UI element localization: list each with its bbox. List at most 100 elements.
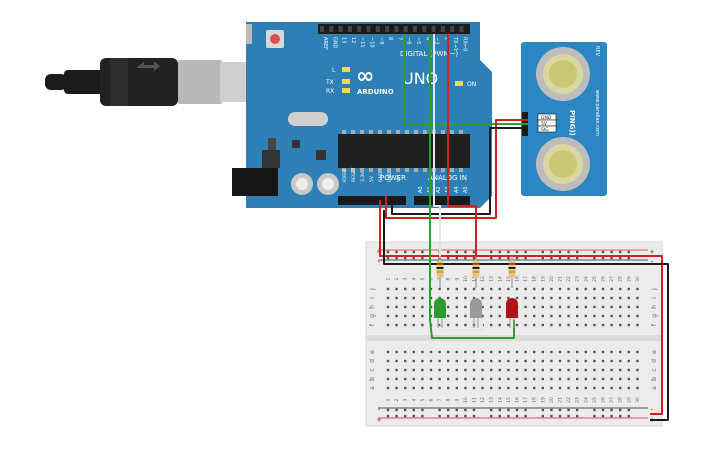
analog-pin-label: A2 (436, 186, 442, 193)
digital-pin-label: ~9 (378, 37, 384, 44)
digital-pin-label: TX→1 (452, 36, 458, 51)
led-on-label: ON (467, 81, 476, 88)
row-letter: d (651, 359, 658, 363)
column-number: 14 (497, 276, 503, 282)
led-l-label: L (332, 67, 336, 74)
column-number: 19 (540, 276, 546, 282)
column-number: 11 (472, 276, 478, 282)
wire-black-gnd-rail (383, 210, 669, 421)
column-number: 29 (626, 397, 632, 403)
column-number: 3 (403, 277, 409, 280)
column-number: 4 (411, 398, 417, 401)
column-number: 29 (626, 276, 632, 282)
digital-pin-label: 8 (387, 37, 393, 40)
column-number: 25 (592, 397, 598, 403)
digital-pin-label: 7 (396, 37, 402, 40)
column-number: 26 (601, 397, 607, 403)
wire-white-led-common (437, 317, 483, 331)
power-pin-label: Vin (396, 175, 402, 182)
column-number: 23 (575, 276, 581, 282)
digital-pin-label: 4 (424, 37, 430, 40)
row-letter: f (651, 323, 658, 326)
rail-plus-label: + (376, 416, 382, 424)
column-number: 19 (540, 397, 546, 403)
column-number: 22 (566, 397, 572, 403)
column-number: 25 (592, 276, 598, 282)
column-number: 9 (454, 398, 460, 401)
column-number: 4 (411, 277, 417, 280)
digital-pin-label: ~11 (359, 37, 365, 48)
resistor (508, 260, 516, 278)
resistor (472, 260, 480, 278)
analog-pin-header (414, 196, 470, 205)
digital-pin-label: AREF (322, 37, 328, 50)
column-number: 23 (575, 397, 581, 403)
power-pin-label: GND (387, 171, 393, 182)
sensor-name: PING)) (568, 110, 576, 136)
power-pin-label: RESET (351, 167, 357, 182)
digital-pin-label: 2 (443, 37, 449, 40)
column-number: 7 (437, 398, 443, 401)
rail-minus-label: - (378, 258, 381, 266)
row-letter: c (369, 368, 376, 371)
column-number: 15 (506, 276, 512, 282)
sensor-pin-label: 5V (541, 121, 548, 127)
column-number: 10 (463, 397, 469, 403)
led-rx-label: RX (326, 88, 334, 95)
wire-red-sensor-5v (385, 119, 528, 219)
power-header-label: POWER (380, 174, 406, 182)
wire-green-sensor-sig (403, 34, 528, 125)
column-number: 21 (558, 276, 564, 282)
column-number: 30 (635, 276, 641, 282)
digital-pin-header (318, 24, 470, 34)
column-number: 2 (394, 398, 400, 401)
row-letter: c (651, 368, 658, 371)
column-number: 28 (618, 276, 624, 282)
row-letter: a (651, 386, 658, 390)
digital-pin-label: 12 (350, 37, 356, 43)
column-number: 17 (523, 397, 529, 403)
column-number: 26 (601, 276, 607, 282)
column-number: 6 (429, 277, 435, 280)
row-letter: d (369, 359, 376, 363)
led-green (434, 298, 446, 318)
row-letter: g (369, 314, 376, 318)
column-number: 28 (618, 397, 624, 403)
column-number: 13 (489, 276, 495, 282)
wire-red-led3 (447, 34, 477, 258)
row-letter: b (369, 377, 376, 381)
usb-symbol-icon (136, 61, 160, 71)
wire-green-led1 (429, 34, 515, 339)
column-number: 30 (635, 397, 641, 403)
led-white (470, 298, 482, 318)
row-letter: a (369, 386, 376, 390)
column-number: 8 (446, 277, 452, 280)
column-number: 24 (583, 397, 589, 403)
row-letter: j (369, 288, 376, 291)
sensor-rev: REV (594, 46, 600, 57)
column-number: 16 (515, 397, 521, 403)
column-number: 27 (609, 397, 615, 403)
column-number: 3 (403, 398, 409, 401)
digital-pin-label: 13 (341, 37, 347, 43)
led-tx-label: TX (325, 79, 334, 86)
column-number: 21 (558, 397, 564, 403)
analog-pin-label: A5 (463, 186, 469, 193)
analog-pin-label: A4 (454, 186, 460, 193)
rail-plus-label: + (649, 248, 655, 256)
power-pin-label: GND (378, 171, 384, 182)
row-letter: g (651, 314, 658, 318)
digital-pin-label: GND (331, 37, 337, 49)
digital-pin-label: ~3 (434, 37, 440, 44)
row-letter: f (369, 323, 376, 326)
wire-black-sensor-gnd (391, 127, 528, 215)
row-letter: i (369, 297, 376, 299)
column-number: 9 (454, 277, 460, 280)
row-letter: i (651, 297, 658, 299)
sensor-pin-label: SIG (541, 127, 549, 133)
row-letter: h (651, 305, 658, 309)
